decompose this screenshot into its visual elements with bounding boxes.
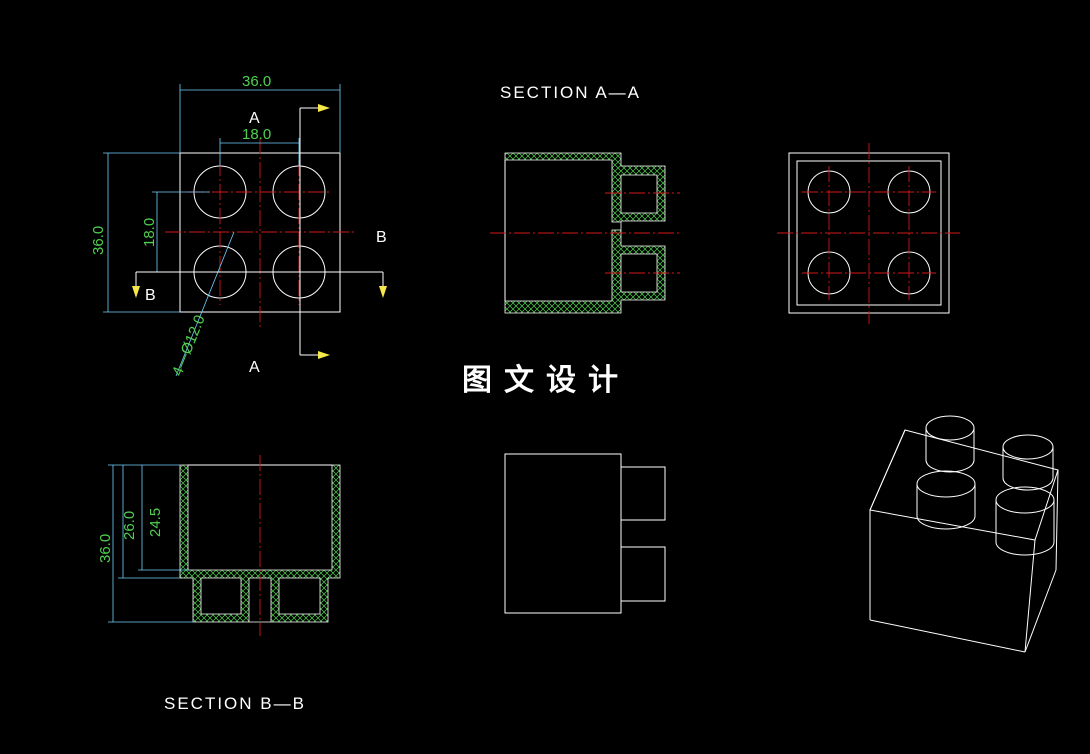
section-bb-wall — [179, 464, 341, 623]
side-view — [504, 453, 666, 614]
cut-label-a-bottom: A — [249, 359, 260, 376]
hole-callout: 4—Ø12.0 — [169, 313, 209, 379]
section-aa-wall — [504, 152, 666, 314]
top-height-dim: 36.0 — [90, 226, 107, 255]
bb-total-height-dim: 36.0 — [97, 534, 114, 563]
cut-label-b-left: B — [145, 287, 156, 304]
cut-label-a-top: A — [249, 110, 260, 127]
section-a-a: SECTION A—A — [490, 83, 680, 314]
section-bb-title: SECTION B—B — [164, 694, 306, 713]
section-aa-title: SECTION A—A — [500, 83, 641, 102]
top-width-dim: 36.0 — [242, 73, 271, 90]
bottom-view — [777, 143, 960, 324]
isometric-view — [869, 415, 1059, 653]
top-vspacing-dim: 18.0 — [141, 218, 158, 247]
cut-label-b-right: B — [376, 229, 387, 246]
bb-inner-depth-dim: 24.5 — [147, 508, 164, 537]
section-b-b: 36.0 26.0 24.5 SECTION B—B — [97, 455, 341, 713]
watermark-text: 图文设计 — [462, 363, 630, 398]
bb-body-height-dim: 26.0 — [121, 511, 138, 540]
top-spacing-dim: 18.0 — [242, 126, 271, 143]
top-view: 36.0 18.0 36.0 18.0 4—Ø12.0 A A B — [90, 73, 387, 378]
